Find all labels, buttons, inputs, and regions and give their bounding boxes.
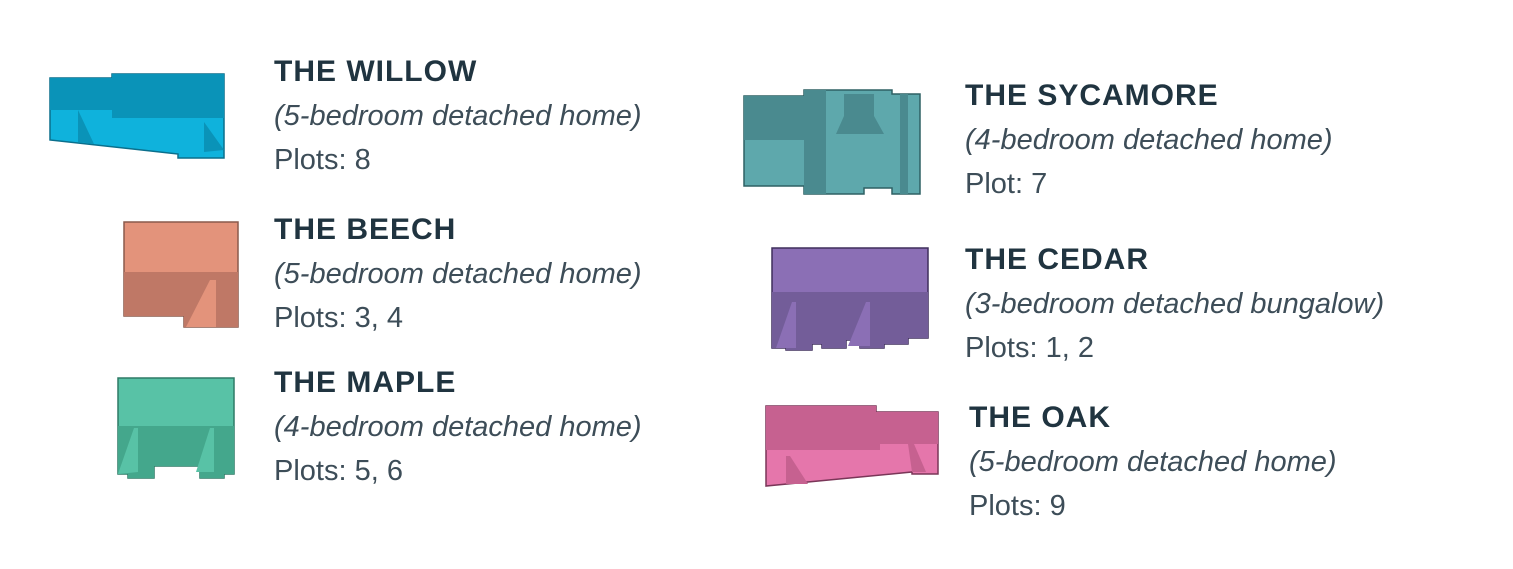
house-type: (5-bedroom detached home): [274, 258, 642, 290]
house-name: THE OAK: [969, 401, 1111, 434]
oak-floorplan-icon: [765, 405, 939, 487]
house-plots: Plots: 5, 6: [274, 455, 403, 487]
house-name: THE SYCAMORE: [965, 79, 1219, 112]
house-type: (5-bedroom detached home): [969, 446, 1337, 478]
beech-floorplan-icon: [123, 221, 239, 328]
house-plots: Plots: 8: [274, 144, 371, 176]
maple-floorplan-icon: [117, 377, 235, 479]
house-name: THE CEDAR: [965, 243, 1150, 276]
house-plots: Plots: 1, 2: [965, 332, 1094, 364]
house-type: (5-bedroom detached home): [274, 100, 642, 132]
willow-floorplan-icon: [49, 73, 225, 159]
sycamore-floorplan-icon: [743, 89, 921, 195]
house-type: (4-bedroom detached home): [965, 124, 1333, 156]
house-type: (4-bedroom detached home): [274, 411, 642, 443]
cedar-floorplan-icon: [771, 247, 929, 351]
house-name: THE MAPLE: [274, 366, 457, 399]
house-name: THE WILLOW: [274, 55, 478, 88]
house-name: THE BEECH: [274, 213, 457, 246]
house-plots: Plots: 3, 4: [274, 302, 403, 334]
house-plots: Plot: 7: [965, 168, 1048, 200]
house-plots: Plots: 9: [969, 490, 1066, 522]
house-type: (3-bedroom detached bungalow): [965, 288, 1385, 320]
